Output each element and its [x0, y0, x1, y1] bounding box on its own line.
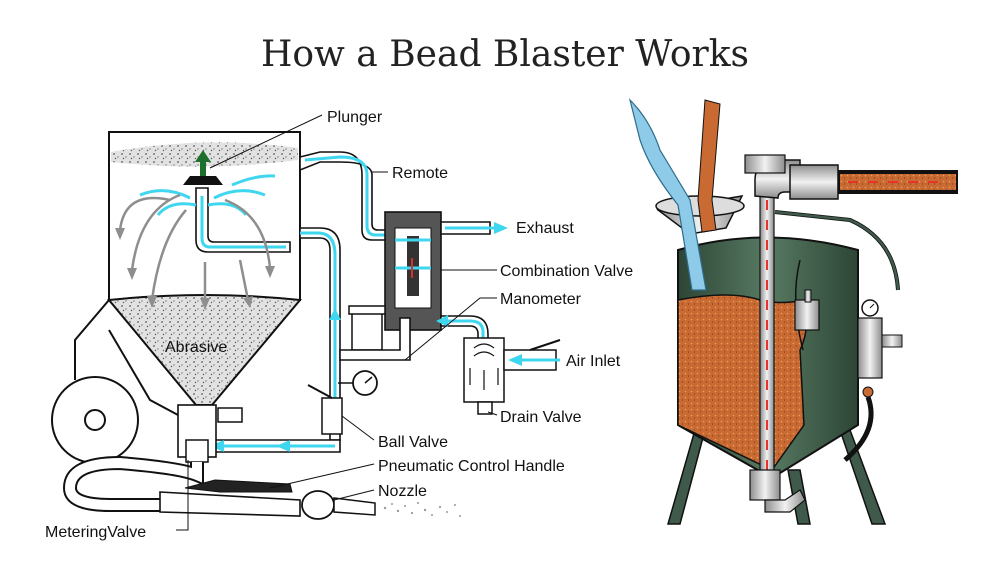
- label-combination-valve: Combination Valve: [500, 263, 633, 280]
- nozzle-body: [159, 491, 301, 517]
- tank-air-flow: [300, 231, 337, 430]
- ball-valve: [321, 397, 343, 435]
- label-remote: Remote: [392, 165, 448, 182]
- pneumatic-control-handle: [184, 479, 293, 493]
- label-pneumatic-control-handle: Pneumatic Control Handle: [378, 458, 565, 475]
- cart-frame: [74, 299, 179, 416]
- inner-air-pipe: [195, 187, 291, 253]
- abrasive-hopper: [107, 294, 302, 406]
- label-manometer: Manometer: [500, 291, 582, 308]
- lower-air-line: [339, 317, 411, 361]
- blast-spray: [383, 502, 461, 517]
- nozzle-tip: [301, 490, 335, 520]
- abrasive-flow-arrows: [115, 193, 275, 310]
- inner-air-flow: [200, 196, 286, 249]
- diagram-title: How a Bead Blaster Works: [261, 34, 749, 75]
- water-separator: [463, 337, 505, 415]
- bottom-outlet-pipe: [764, 489, 806, 513]
- combination-valve: [384, 211, 442, 331]
- label-ball-valve: Ball Valve: [378, 434, 448, 451]
- side-valve: [794, 299, 820, 331]
- filter-cup: [351, 311, 383, 351]
- machine-illustration: [628, 98, 958, 525]
- label-exhaust: Exhaust: [516, 220, 574, 237]
- top-coupling: [744, 154, 786, 174]
- return-hose: [843, 396, 874, 462]
- label-metering-valve: MeteringValve: [45, 524, 146, 541]
- remote-flow: [304, 155, 396, 237]
- inlet-flow: [445, 319, 485, 340]
- air-inlet-assembly: [857, 317, 883, 379]
- label-plunger: Plunger: [327, 109, 383, 126]
- label-nozzle: Nozzle: [378, 483, 427, 500]
- label-drain-valve: Drain Valve: [500, 409, 582, 426]
- schematic-diagram: Abrasive: [51, 114, 561, 531]
- plunger-arrow: [195, 150, 211, 176]
- bottom-outlet: [749, 469, 781, 501]
- plunger: [183, 176, 223, 185]
- abrasive-label: Abrasive: [165, 339, 227, 356]
- abrasive-input-stream: [697, 99, 721, 233]
- air-swirl-arrows: [139, 174, 276, 216]
- machine-leg-left: [667, 429, 706, 525]
- water-input-stream: [628, 98, 707, 291]
- label-air-inlet: Air Inlet: [566, 353, 621, 370]
- outlet-coupling: [789, 164, 839, 200]
